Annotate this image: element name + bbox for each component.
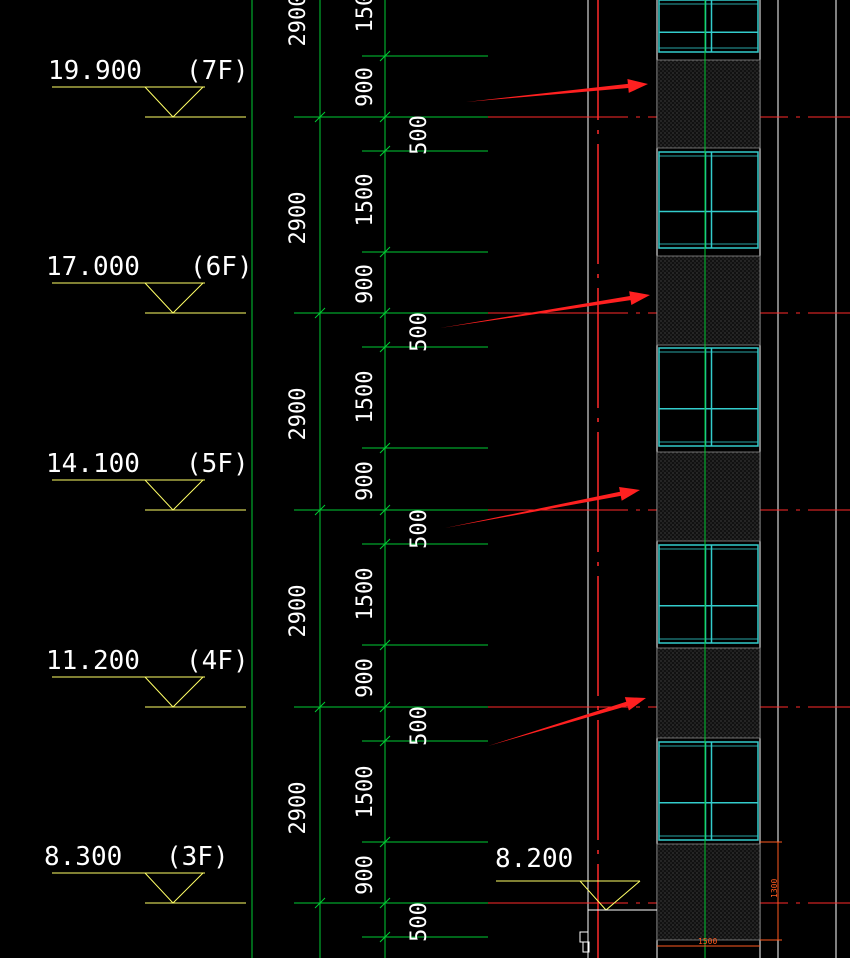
dim-storey-text: 2900 xyxy=(286,782,311,835)
extra-level-elev: 8.200 xyxy=(495,844,573,874)
dim-tick xyxy=(379,897,391,909)
dim-below-text: 500 xyxy=(407,312,432,352)
hatched-panel xyxy=(656,59,761,149)
facade-elevation xyxy=(656,0,761,958)
dim-below-text: 500 xyxy=(407,706,432,746)
dim-window-text: 1500 xyxy=(353,0,378,32)
small-dim-vertical: 1300 xyxy=(770,879,779,898)
level-floor: (5F) xyxy=(186,449,249,479)
dim-below-text: 500 xyxy=(407,509,432,549)
level-markers: 19.900 (7F) 17.000 (6F) 14.100 (5F) 11.200 (4F)… xyxy=(44,56,253,904)
extra-level-marker: 8.200 1300 1500 xyxy=(495,841,782,953)
window-inner-frame xyxy=(658,745,759,837)
dim-tick xyxy=(379,639,391,651)
small-dim-horizontal: 1500 xyxy=(698,937,717,946)
level-elevation: 11.200 xyxy=(46,646,140,676)
dim-tick xyxy=(379,246,391,258)
level-floor: (6F) xyxy=(190,252,253,282)
dim-below-text: 500 xyxy=(407,902,432,942)
dimension-chain: 2900 2900 2900 2900 2900 1500 1500 1500 1500 1500… xyxy=(286,0,488,943)
window-inner-frame xyxy=(658,548,759,640)
dim-tick xyxy=(314,111,326,123)
dim-below-text: 500 xyxy=(407,115,432,155)
dim-tick xyxy=(379,735,391,747)
dim-tick xyxy=(314,897,326,909)
level-floor: (3F) xyxy=(166,842,229,872)
dim-tick xyxy=(379,442,391,454)
dim-sill-text: 900 xyxy=(353,461,378,501)
hatched-panel xyxy=(656,647,761,739)
dim-storey-text: 2900 xyxy=(286,585,311,638)
dim-window-text: 1500 xyxy=(353,174,378,227)
dim-tick xyxy=(379,504,391,516)
dim-tick xyxy=(379,931,391,943)
level-elevation: 17.000 xyxy=(46,252,140,282)
dim-sill-text: 900 xyxy=(353,264,378,304)
dim-tick xyxy=(379,50,391,62)
dim-window-text: 1500 xyxy=(353,766,378,819)
hatched-panel xyxy=(656,843,761,941)
red-arrow-icon xyxy=(445,486,640,528)
level-elevation: 14.100 xyxy=(46,449,140,479)
callout-arrows xyxy=(440,79,650,746)
level-elevation: 19.900 xyxy=(48,56,142,86)
dim-storey-text: 2900 xyxy=(286,388,311,441)
window-inner-frame xyxy=(658,155,759,245)
window-inner-frame xyxy=(658,351,759,443)
dim-tick xyxy=(379,341,391,353)
dim-tick xyxy=(314,701,326,713)
window-inner-frame xyxy=(658,3,759,49)
dim-tick xyxy=(379,701,391,713)
dim-sill-text: 900 xyxy=(353,658,378,698)
dim-tick xyxy=(379,111,391,123)
dim-tick xyxy=(314,307,326,319)
dim-sill-text: 900 xyxy=(353,855,378,895)
dim-storey-text: 2900 xyxy=(286,0,311,46)
dim-sill-text: 900 xyxy=(353,67,378,107)
level-floor: (7F) xyxy=(186,56,249,86)
hatched-panel xyxy=(656,451,761,542)
small-box xyxy=(582,941,590,953)
hatched-panel xyxy=(656,255,761,346)
red-arrow-icon xyxy=(466,79,648,102)
level-floor: (4F) xyxy=(186,646,249,676)
dim-window-text: 1500 xyxy=(353,568,378,621)
dim-tick xyxy=(379,307,391,319)
dim-tick xyxy=(379,538,391,550)
level-elevation: 8.300 xyxy=(44,842,122,872)
dim-storey-text: 2900 xyxy=(286,192,311,245)
red-arrow-icon xyxy=(488,697,646,746)
dim-window-text: 1500 xyxy=(353,371,378,424)
dim-tick xyxy=(379,836,391,848)
dim-tick xyxy=(379,145,391,157)
dim-tick xyxy=(314,504,326,516)
